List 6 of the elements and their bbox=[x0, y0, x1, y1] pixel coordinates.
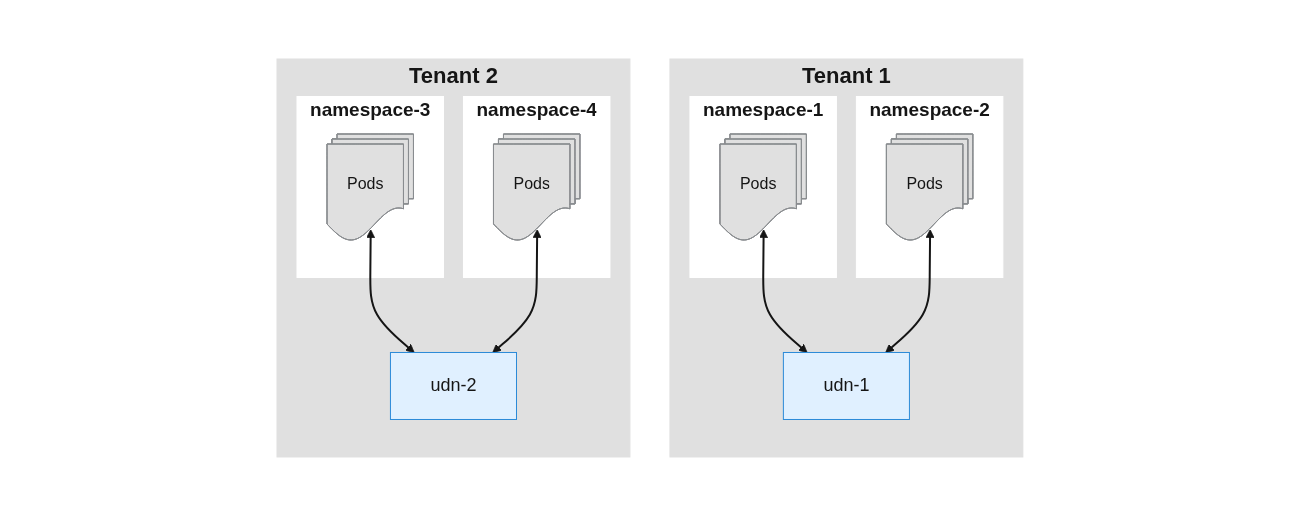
node-box: udn-2 bbox=[390, 351, 518, 420]
arrow bbox=[366, 228, 415, 353]
arrow bbox=[759, 228, 808, 353]
arrow bbox=[885, 228, 935, 353]
arrow bbox=[492, 228, 542, 353]
node-box: udn-1 bbox=[782, 351, 910, 420]
